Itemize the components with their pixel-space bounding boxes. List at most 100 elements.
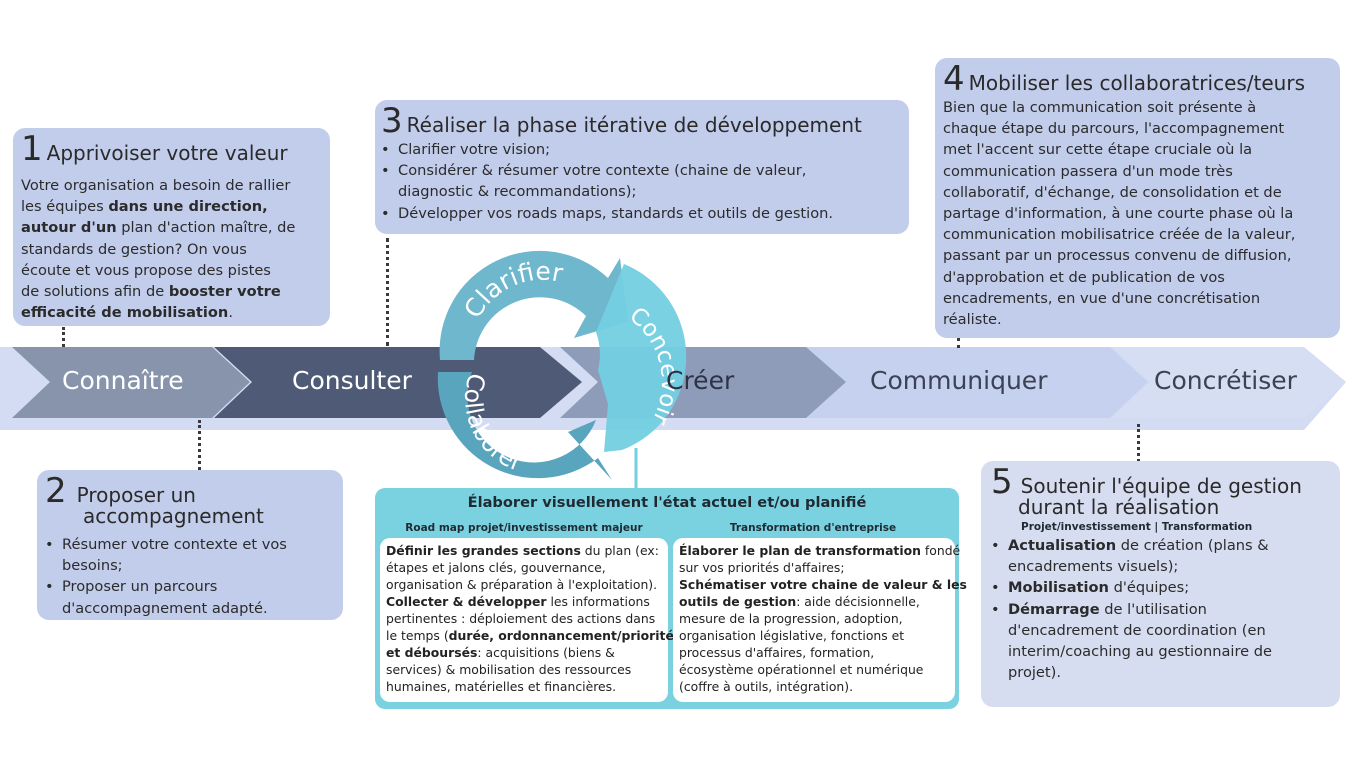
center_panel.right_lines.2-seg: Schématiser votre chaine de valeur & les (679, 577, 967, 592)
center_panel.left_lines.5-seg: le temps ( (386, 628, 449, 643)
step4-card: 4 Mobiliser les collaboratrices/teurs Bi… (935, 58, 1340, 338)
step2-bullets: Résumer votre contexte et vos besoins;Pro… (45, 534, 335, 619)
arrow-connaitre (12, 347, 250, 418)
center_panel.left_lines.2-seg: organisation & préparation à l'exploitat… (386, 577, 658, 592)
step3-bullet-item-line: Clarifier votre vision; (398, 141, 551, 158)
center_panel.left_lines.4-seg: pertinentes : déploiement des actions da… (386, 611, 656, 626)
step3-bullet-item-line: Considérer & résumer votre contexte (cha… (398, 162, 807, 180)
center_panel.left_lines.6-seg: : acquisitions (biens & (477, 645, 615, 660)
center-panel: Élaborer visuellement l'état actuel et/o… (375, 488, 967, 709)
center-right-line: processus d'affaires, formation, (679, 644, 949, 661)
arrow-concretiser (1112, 347, 1346, 418)
step5-title-line2: durant la réalisation (1018, 495, 1220, 519)
step2-number: 2 (45, 471, 67, 511)
step2-bullet-item: Résumer votre contexte et vos besoins; (45, 534, 335, 576)
center_panel.right_lines.0-seg: Élaborer le plan de transformation (679, 543, 921, 558)
step1.lines.5-seg: booster votre (168, 283, 281, 301)
step1-number: 1 (21, 129, 43, 169)
step5.bullets.2.1-seg: d'encadrement de coordination (en (1008, 621, 1266, 639)
center_panel.right_lines.3-seg: : aide décisionnelle, (796, 594, 920, 609)
step5-subtitle: Projet/investissement | Transformation (1021, 521, 1253, 533)
step2-title-line1: Proposer un (76, 483, 196, 507)
arrow-label-connaitre: Connaître (62, 366, 184, 395)
step1.lines.4-seg: écoute et vous propose des pistes (21, 261, 271, 279)
center_panel.right_lines.3-seg: outils de gestion (679, 594, 797, 609)
center_panel.right_lines.1-seg: sur vos priorités d'affaires; (679, 560, 845, 575)
center-right-line: (coffre à outils, intégration). (679, 678, 949, 695)
center-left-line: Définir les grandes sections du plan (ex… (386, 542, 662, 559)
step4-body-line: communication mobilisatrice créée de la … (943, 226, 1296, 244)
arrow-label-creer: Créer (666, 366, 735, 395)
center_panel.right_lines.5-seg: organisation législative, fonctions et (679, 628, 905, 643)
step4-body-line: met l'accent sur cette étape cruciale où… (943, 141, 1253, 159)
step5.bullets.0.0-seg: Actualisation (1008, 537, 1117, 554)
step5-bullet-item: Actualisation de création (plans &encadr… (991, 535, 1330, 577)
step5-bullet-line: projet). (1008, 662, 1330, 683)
center_panel.right_lines.8-seg: (coffre à outils, intégration). (679, 679, 854, 694)
step5-bullet-line: d'encadrement de coordination (en (1008, 620, 1330, 641)
step3-bullet-item: Développer vos roads maps, standards et … (381, 203, 903, 224)
step1-body-line: Votre organisation a besoin de rallier (21, 175, 322, 196)
step3-bullet-item-line: Développer vos roads maps, standards et … (398, 204, 834, 222)
step5-bullet-line: Démarrage de l'utilisation (1008, 599, 1330, 620)
step5-number: 5 (991, 462, 1013, 502)
step3-bullets: Clarifier votre vision; Considérer & résu… (381, 139, 903, 224)
center-left-line: Collecter & développer les informations (386, 593, 662, 610)
step5-bullet-line: interim/coaching au gestionnaire de (1008, 641, 1330, 662)
center-right-line: organisation législative, fonctions et (679, 627, 949, 644)
step5-title-line1: Soutenir l'équipe de gestion (1020, 474, 1302, 498)
center-right-line: Schématiser votre chaine de valeur & les (679, 576, 967, 593)
step4-body-line: chaque étape du parcours, l'accompagneme… (943, 120, 1285, 138)
step4-body-line: collaboratif, d'échange, de consolidatio… (943, 183, 1282, 201)
step4-body: Bien que la communication soit présente … (943, 97, 1332, 330)
step4-body-line: Bien que la communication soit présente … (943, 99, 1257, 116)
connector-step3 (386, 238, 389, 346)
step5.bullets.2.2-seg: interim/coaching au gestionnaire de (1008, 643, 1272, 661)
arrow-label-communiquer: Communiquer (870, 366, 1048, 395)
center-right-heading: Transformation d'entreprise (729, 522, 897, 534)
center-left-heading: Road map projet/investissement majeur (405, 522, 643, 534)
center_panel.left_lines.8-seg: humaines, matérielles et financières. (386, 679, 617, 694)
step1.lines.2-seg: autour d'un (21, 219, 117, 237)
center-right-line: écosystème opérationnel et numérique (679, 661, 949, 678)
step4-number: 4 (943, 59, 965, 99)
step2-bullet-item-line: d'accompagnement adapté. (62, 599, 268, 617)
step5.bullets.0.1-seg: encadrements visuels); (1008, 558, 1179, 576)
step1-title: Apprivoiser votre valeur (46, 141, 288, 165)
step3-bullet-item: Considérer & résumer votre contexte (cha… (381, 160, 903, 202)
step4-body-line: réaliste. (943, 311, 1002, 329)
step1.lines.2-seg: plan d'action maître, de (116, 219, 296, 237)
center-left-line: étapes et jalons clés, gouvernance, (386, 559, 662, 576)
step3-card: 3 Réaliser la phase itérative de dévelop… (375, 100, 909, 234)
center-left-line: le temps (durée, ordonnancement/priorité (386, 627, 674, 644)
step1.lines.1-seg: les équipes (21, 198, 109, 216)
center-panel-title: Élaborer visuellement l'état actuel et/o… (467, 494, 867, 511)
step2-bullet-item-line: besoins; (62, 557, 123, 575)
step5.bullets.1.0-seg: d'équipes; (1108, 579, 1190, 597)
step4-body-line: communication passera d'un mode très (943, 162, 1233, 180)
center-right-line: outils de gestion: aide décisionnelle, (679, 593, 949, 610)
center_panel.left_lines.5-seg: durée, ordonnancement/priorité (448, 628, 674, 643)
step5-card: 5 Soutenir l'équipe de gestion durant la… (981, 461, 1340, 707)
arrow-label-consulter: Consulter (292, 366, 412, 395)
step5-bullet-item: Mobilisation d'équipes; (991, 577, 1330, 598)
step1-body-line: efficacité de mobilisation. (21, 302, 322, 323)
step2-bullet-item-line: Résumer votre contexte et vos (62, 536, 287, 553)
center-right-line: mesure de la progression, adoption, (679, 610, 949, 627)
step3-bullet-item: Clarifier votre vision; (381, 139, 903, 160)
step1-body-line: les équipes dans une direction, (21, 196, 322, 217)
center-right-line: Élaborer le plan de transformation fondé (679, 542, 960, 559)
step3-bullet-item-line: diagnostic & recommandations); (398, 183, 637, 201)
arrow-label-concretiser: Concrétiser (1154, 366, 1297, 395)
center_panel.left_lines.1-seg: étapes et jalons clés, gouvernance, (386, 560, 606, 575)
step3-number: 3 (381, 101, 403, 141)
center-left-line: humaines, matérielles et financières. (386, 678, 662, 695)
step5.bullets.1.0-seg: Mobilisation (1008, 579, 1109, 597)
center-left-box: Définir les grandes sections du plan (ex… (380, 538, 674, 702)
center-left-line: organisation & préparation à l'exploitat… (386, 576, 662, 593)
step4-body-line: d'approbation et de publication de vos (943, 268, 1225, 286)
step1-body-line: autour d'un plan d'action maître, de (21, 217, 322, 238)
step1.lines.1-seg: dans une direction, (108, 198, 268, 216)
center_panel.left_lines.3-seg: les informations (546, 594, 650, 609)
